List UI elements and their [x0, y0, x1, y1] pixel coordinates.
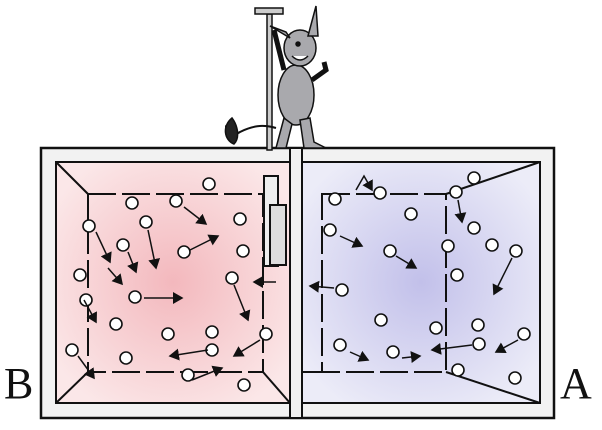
molecule: [467, 171, 481, 185]
molecules-chamber-b: [65, 177, 273, 392]
molecule: [73, 268, 87, 282]
molecule: [467, 221, 481, 235]
molecule: [333, 338, 347, 352]
velocity-arrows-b: [77, 206, 276, 381]
molecule: [451, 363, 465, 377]
molecule: [471, 318, 485, 332]
molecule: [236, 244, 250, 258]
molecule: [374, 313, 388, 327]
molecule: [450, 268, 464, 282]
molecule: [404, 207, 418, 221]
molecule: [181, 368, 195, 382]
molecule: [82, 219, 96, 233]
molecule: [205, 325, 219, 339]
molecule: [225, 271, 239, 285]
molecule: [169, 194, 183, 208]
molecule: [449, 185, 463, 199]
molecule: [128, 290, 142, 304]
molecule: [116, 238, 130, 252]
molecule: [139, 215, 153, 229]
molecule: [386, 345, 400, 359]
molecule: [202, 177, 216, 191]
molecule: [125, 196, 139, 210]
molecule: [79, 293, 93, 307]
molecule: [517, 327, 531, 341]
molecule: [509, 244, 523, 258]
chamber-a-label: A: [560, 359, 592, 408]
molecule: [177, 245, 191, 259]
chamber-b-label: B: [4, 359, 34, 408]
trapdoor[interactable]: [263, 175, 287, 267]
molecule: [429, 321, 443, 335]
partition-wall: [289, 147, 303, 419]
molecule: [119, 351, 133, 365]
demon-figure: [224, 5, 329, 149]
molecule: [65, 343, 79, 357]
molecule: [109, 317, 123, 331]
molecule: [237, 378, 251, 392]
molecule: [485, 238, 499, 252]
molecule: [161, 327, 175, 341]
molecule: [441, 239, 455, 253]
molecule: [259, 327, 273, 341]
velocity-arrows-a: [308, 174, 519, 363]
trapdoor-lever[interactable]: [254, 7, 284, 151]
molecule: [233, 212, 247, 226]
molecule: [335, 283, 349, 297]
molecules-chamber-a: [323, 171, 531, 385]
molecule: [383, 244, 397, 258]
molecule: [508, 371, 522, 385]
molecule: [323, 223, 337, 237]
molecule: [472, 337, 486, 351]
molecule: [328, 192, 342, 206]
molecule: [373, 186, 387, 200]
